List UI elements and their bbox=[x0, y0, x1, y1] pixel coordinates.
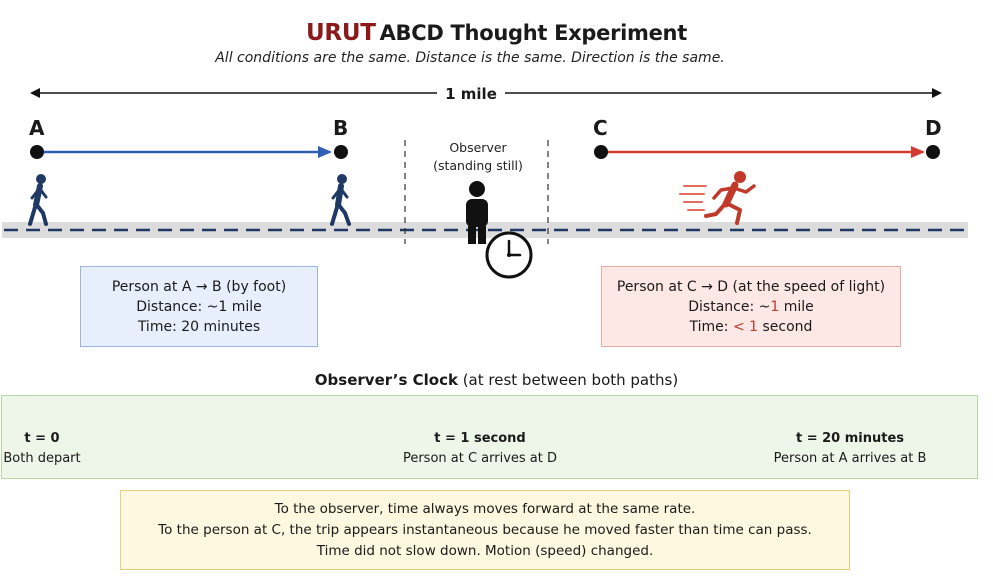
walk-distance: Distance: ~1 mile bbox=[136, 299, 262, 315]
info-box-light: Person at C → D (at the speed of light) … bbox=[601, 266, 901, 347]
tick-t0-label: t = 0 bbox=[24, 431, 60, 446]
explanation-note: To the observer, time always moves forwa… bbox=[120, 490, 850, 570]
clock-title: Observer’s Clock (at rest between both p… bbox=[0, 371, 993, 389]
light-time: Time: < 1 second bbox=[602, 317, 900, 337]
point-b-label: B bbox=[333, 116, 349, 140]
tick-t20-label: t = 20 minutes bbox=[795, 431, 905, 446]
light-time-prefix: Time: bbox=[689, 319, 733, 335]
walk-time: Time: 20 minutes bbox=[137, 319, 261, 335]
tick-label-t1: t = 1 second Person at C arrives at D bbox=[380, 429, 580, 469]
observer-label-line1: Observer bbox=[449, 140, 507, 155]
tick-label-t0: t = 0 Both depart bbox=[0, 429, 84, 469]
light-distance: Distance: ~1 mile bbox=[602, 297, 900, 317]
clock-icon bbox=[485, 231, 533, 279]
subtitle: All conditions are the same. Distance is… bbox=[215, 50, 725, 66]
light-arrow bbox=[594, 145, 940, 159]
observer-label-line2: (standing still) bbox=[433, 158, 523, 173]
clock-title-rest: (at rest between both paths) bbox=[457, 371, 679, 389]
point-a-label: A bbox=[29, 116, 45, 140]
note-line2: To the person at C, the trip appears ins… bbox=[158, 522, 812, 538]
running-person-icon bbox=[679, 171, 756, 225]
light-route: Person at C → D (at the speed of light) bbox=[616, 279, 886, 295]
light-time-suffix: second bbox=[758, 319, 813, 335]
light-distance-prefix: Distance: ~ bbox=[688, 299, 771, 315]
info-box-walk: Person at A → B (by foot) Distance: ~1 m… bbox=[80, 266, 318, 347]
point-c-label: C bbox=[593, 116, 608, 140]
walk-arrow bbox=[30, 145, 348, 159]
timeline-panel bbox=[1, 395, 978, 479]
standing-observer-icon bbox=[466, 181, 488, 244]
clock-title-bold: Observer’s Clock bbox=[314, 371, 458, 389]
tick-t20-caption: Person at A arrives at B bbox=[773, 451, 927, 466]
walk-route: Person at A → B (by foot) bbox=[111, 279, 287, 295]
tick-t1-label: t = 1 second bbox=[434, 431, 526, 446]
note-line1: To the observer, time always moves forwa… bbox=[274, 501, 696, 517]
observer-label: Observer (standing still) bbox=[410, 139, 546, 175]
walking-person-icon bbox=[28, 174, 48, 226]
brand-label: URUT bbox=[306, 20, 376, 46]
light-time-value: < 1 bbox=[732, 319, 759, 335]
tick-t1-caption: Person at C arrives at D bbox=[402, 451, 558, 466]
tick-t0-caption: Both depart bbox=[3, 451, 81, 466]
light-distance-value: 1 bbox=[770, 299, 780, 315]
title-text: ABCD Thought Experiment bbox=[379, 21, 688, 45]
light-distance-suffix: mile bbox=[779, 299, 814, 315]
note-line3: Time did not slow down. Motion (speed) c… bbox=[316, 543, 654, 559]
point-d-label: D bbox=[925, 116, 942, 140]
distance-label: 1 mile bbox=[437, 85, 505, 103]
tick-label-t20: t = 20 minutes Person at A arrives at B bbox=[750, 429, 950, 469]
walking-person-icon bbox=[330, 174, 351, 226]
